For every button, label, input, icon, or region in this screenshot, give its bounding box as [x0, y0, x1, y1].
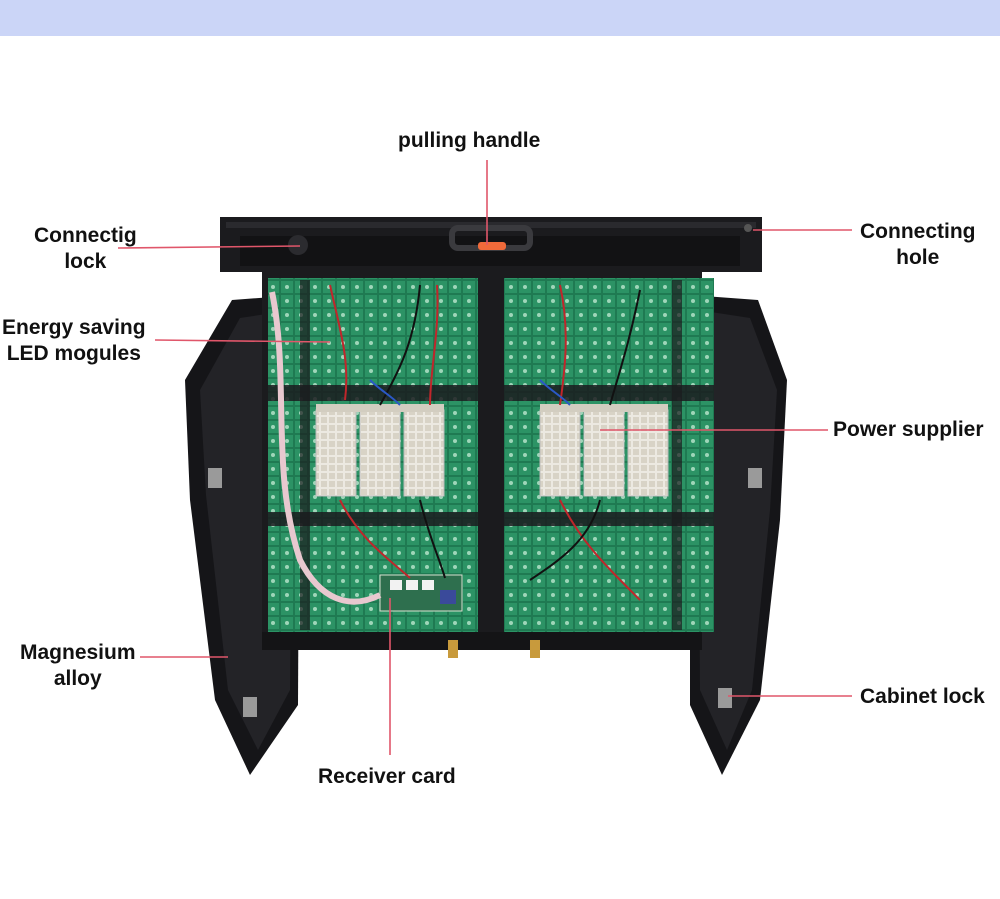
receiver-card — [379, 574, 463, 612]
ribbon-cable — [269, 291, 382, 605]
power-supply-right — [539, 404, 669, 497]
connecting-hole-detail — [744, 224, 752, 232]
wiring — [329, 284, 641, 601]
label-power-supplier: Power supplier — [833, 418, 984, 441]
label-receiver-card: Receiver card — [318, 765, 456, 788]
power-supply-left — [315, 404, 445, 497]
label-energy-saving: Energy saving LED mogules — [2, 315, 146, 367]
label-connecting-lock-line2: lock — [64, 250, 107, 273]
label-magnesium-line1: Magnesium — [20, 641, 136, 664]
label-magnesium-alloy: Magnesium alloy — [20, 640, 136, 692]
label-connecting-hole-line1: Connecting — [860, 220, 976, 243]
label-energy-saving-line1: Energy saving — [2, 316, 146, 339]
label-connecting-hole: Connecting hole — [860, 219, 976, 271]
leader-lines — [117, 160, 852, 755]
top-banner — [0, 0, 1000, 36]
label-energy-saving-line2: LED mogules — [6, 342, 141, 365]
label-cabinet-lock: Cabinet lock — [860, 685, 985, 708]
cabinet-lock-detail — [718, 688, 732, 708]
label-magnesium-line2: alloy — [53, 667, 102, 690]
led-module-top-left — [268, 278, 478, 398]
connecting-lock-detail — [288, 235, 308, 255]
led-module-top-right — [504, 278, 714, 398]
label-connecting-lock-line1: Connectig — [34, 224, 137, 247]
label-connecting-lock: Connectig lock — [34, 223, 137, 275]
label-connecting-hole-line2: hole — [896, 246, 940, 269]
label-pulling-handle: pulling handle — [398, 129, 541, 152]
